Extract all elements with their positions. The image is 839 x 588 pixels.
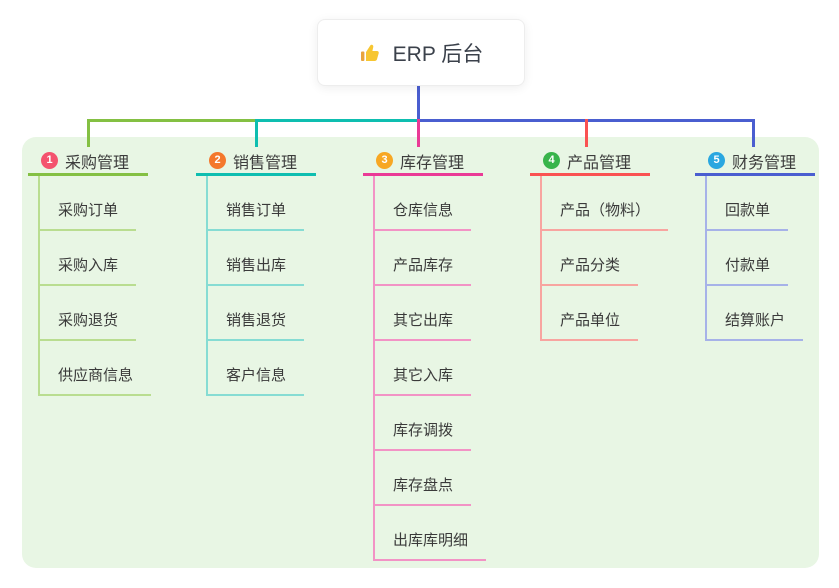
child-node-row: 回款单 xyxy=(707,176,789,231)
root-node-label: ERP 后台 xyxy=(392,42,484,66)
branch-label: 销售管理 xyxy=(233,154,298,172)
connector-branch-drop xyxy=(255,119,258,147)
branch-4: 4 产品管理产品（物料） 产品分类产品单位 xyxy=(530,148,669,341)
child-node-row: 库存盘点 xyxy=(375,451,472,506)
child-node-row: 产品库存 xyxy=(375,231,472,286)
branch-children: 回款单付款单结算账户 xyxy=(705,176,815,341)
connector-branch-drop xyxy=(585,119,588,147)
child-node[interactable]: 采购入库 xyxy=(58,257,119,274)
child-node[interactable]: 产品单位 xyxy=(560,312,621,329)
child-node[interactable]: 回款单 xyxy=(725,202,771,219)
child-node-row: 库存调拨 xyxy=(375,396,472,451)
branch-header-2[interactable]: 2 销售管理 xyxy=(196,148,316,176)
child-node[interactable]: 销售退货 xyxy=(226,312,287,329)
branch-number-badge: 4 xyxy=(543,152,560,169)
branch-label: 财务管理 xyxy=(732,154,797,172)
child-node-row: 其它出库 xyxy=(375,286,472,341)
child-node[interactable]: 库存调拨 xyxy=(393,422,454,439)
child-node[interactable]: 销售订单 xyxy=(226,202,287,219)
branch-number-badge: 1 xyxy=(41,152,58,169)
branch-label: 产品管理 xyxy=(567,154,632,172)
connector-root-vertical xyxy=(417,84,420,122)
child-node-row: 产品（物料） xyxy=(542,176,669,231)
connector-branch-drop xyxy=(417,119,420,147)
child-node[interactable]: 供应商信息 xyxy=(58,367,134,384)
branch-number-badge: 5 xyxy=(708,152,725,169)
child-node[interactable]: 产品（物料） xyxy=(560,202,651,219)
child-node-row: 销售订单 xyxy=(208,176,305,231)
connector-horizontal-segment xyxy=(256,119,418,122)
child-node-row: 其它入库 xyxy=(375,341,472,396)
branch-header-4[interactable]: 4 产品管理 xyxy=(530,148,650,176)
child-node-row: 采购退货 xyxy=(40,286,137,341)
connector-branch-drop xyxy=(87,119,90,147)
child-node[interactable]: 产品库存 xyxy=(393,257,454,274)
child-node-row: 产品分类 xyxy=(542,231,639,286)
branch-3: 3 库存管理仓库信息产品库存其它出库其它入库库存调拨库存盘点出库库明细 xyxy=(363,148,487,561)
branch-children: 采购订单采购入库采购退货供应商信息 xyxy=(38,176,152,396)
branch-5: 5 财务管理回款单付款单结算账户 xyxy=(695,148,815,341)
child-node-row: 客户信息 xyxy=(208,341,305,396)
branch-number-badge: 3 xyxy=(376,152,393,169)
connector-branch-drop xyxy=(752,119,755,147)
branch-children: 产品（物料） 产品分类产品单位 xyxy=(540,176,669,341)
branch-children: 销售订单销售出库销售退货客户信息 xyxy=(206,176,316,396)
branch-header-3[interactable]: 3 库存管理 xyxy=(363,148,483,176)
branch-header-1[interactable]: 1 采购管理 xyxy=(28,148,148,176)
root-node[interactable]: ERP 后台 xyxy=(317,19,525,86)
thumbs-up-icon xyxy=(359,41,383,65)
branch-header-5[interactable]: 5 财务管理 xyxy=(695,148,815,176)
child-node[interactable]: 销售出库 xyxy=(226,257,287,274)
connector-horizontal-segment xyxy=(88,119,256,122)
child-node-row: 出库库明细 xyxy=(375,506,487,561)
branch-number-badge: 2 xyxy=(209,152,226,169)
child-node[interactable]: 仓库信息 xyxy=(393,202,454,219)
child-node-row: 仓库信息 xyxy=(375,176,472,231)
branch-children: 仓库信息产品库存其它出库其它入库库存调拨库存盘点出库库明细 xyxy=(373,176,487,561)
mindmap-panel xyxy=(22,137,819,568)
child-node[interactable]: 采购退货 xyxy=(58,312,119,329)
child-node-row: 供应商信息 xyxy=(40,341,152,396)
child-node[interactable]: 出库库明细 xyxy=(393,532,469,549)
child-node[interactable]: 产品分类 xyxy=(560,257,621,274)
child-node[interactable]: 其它出库 xyxy=(393,312,454,329)
child-node[interactable]: 采购订单 xyxy=(58,202,119,219)
branch-label: 采购管理 xyxy=(65,154,130,172)
child-node[interactable]: 其它入库 xyxy=(393,367,454,384)
child-node-row: 结算账户 xyxy=(707,286,804,341)
child-node-row: 销售出库 xyxy=(208,231,305,286)
child-node-row: 采购订单 xyxy=(40,176,137,231)
child-node-row: 产品单位 xyxy=(542,286,639,341)
child-node[interactable]: 结算账户 xyxy=(725,312,786,329)
branch-2: 2 销售管理销售订单销售出库销售退货客户信息 xyxy=(196,148,316,396)
child-node-row: 采购入库 xyxy=(40,231,137,286)
child-node-row: 付款单 xyxy=(707,231,789,286)
branch-label: 库存管理 xyxy=(400,154,465,172)
child-node[interactable]: 付款单 xyxy=(725,257,771,274)
child-node[interactable]: 库存盘点 xyxy=(393,477,454,494)
child-node[interactable]: 客户信息 xyxy=(226,367,287,384)
branch-1: 1 采购管理采购订单采购入库采购退货供应商信息 xyxy=(28,148,152,396)
child-node-row: 销售退货 xyxy=(208,286,305,341)
